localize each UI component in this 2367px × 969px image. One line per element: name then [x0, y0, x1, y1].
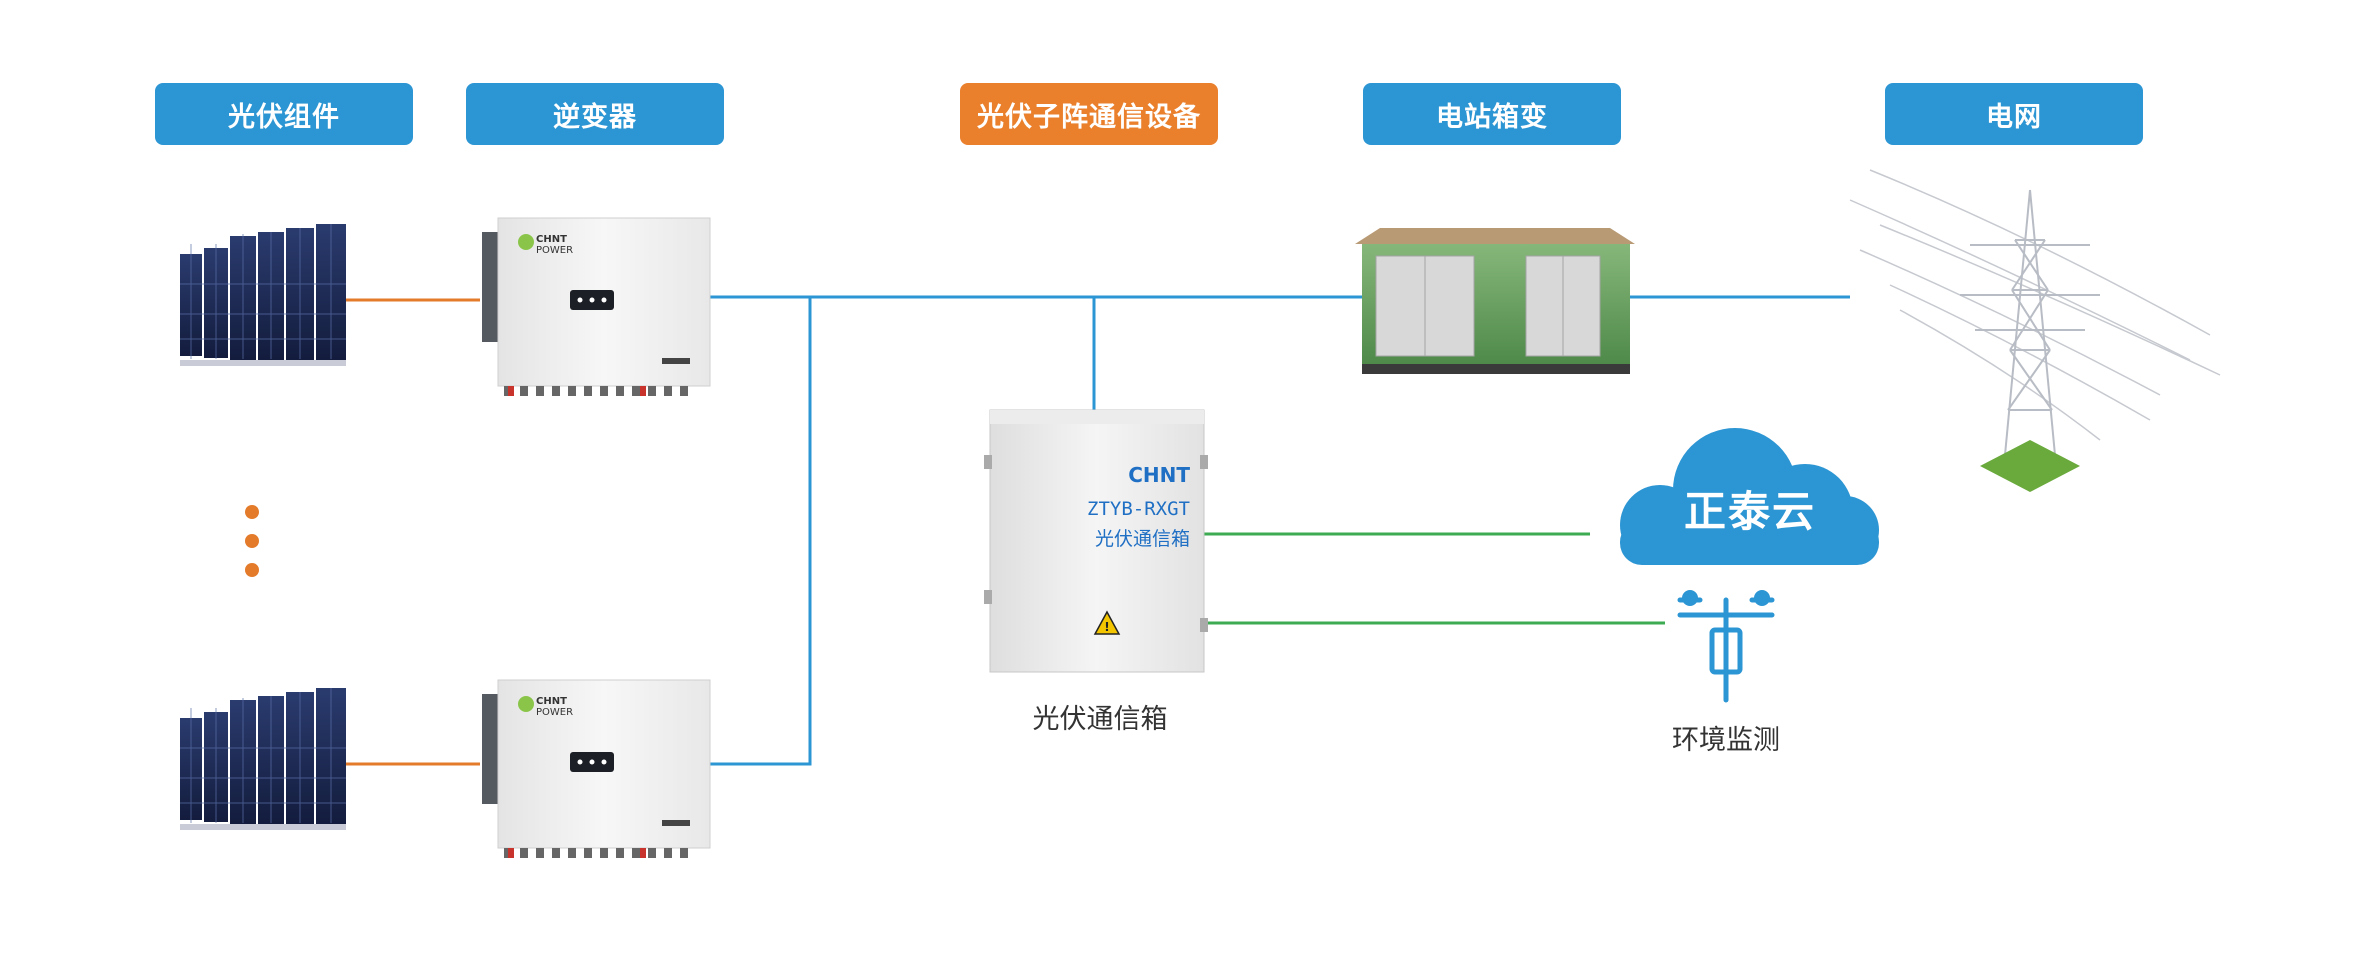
ellipsis-dot-1	[245, 505, 259, 519]
label-grid: 电网	[1885, 83, 2143, 145]
tower-base-grass	[1980, 440, 2080, 492]
env-monitor-icon	[1677, 597, 1775, 703]
label-substation: 电站箱变	[1363, 83, 1621, 145]
pv-panels-bottom	[179, 687, 347, 831]
comm-box: !	[984, 409, 1208, 673]
inverter-bottom	[481, 679, 711, 859]
inverter-top	[481, 217, 711, 397]
env-monitor-caption: 环境监测	[1672, 725, 1780, 756]
line-bus-branch	[710, 297, 812, 766]
substation-box	[1355, 228, 1635, 374]
svg-text:!: !	[1104, 620, 1109, 634]
comm-box-model: ZTYB-RXGT	[1087, 498, 1190, 520]
cloud-shape	[1620, 428, 1879, 565]
ellipsis-dot-2	[245, 534, 259, 548]
connections	[345, 295, 1850, 766]
label-comm-device: 光伏子阵通信设备	[960, 83, 1218, 145]
pv-panels-top	[179, 223, 347, 367]
cloud-label: 正泰云	[1683, 487, 1816, 536]
inverter-bottom-brand: CHNT POWER	[536, 696, 574, 718]
label-inverter: 逆变器	[466, 83, 724, 145]
comm-box-caption: 光伏通信箱	[1032, 704, 1168, 735]
label-pv-module: 光伏组件	[155, 83, 413, 145]
comm-box-name: 光伏通信箱	[1094, 528, 1190, 550]
power-tower	[1849, 169, 2221, 456]
inverter-top-brand: CHNT POWER	[536, 234, 574, 256]
comm-box-brand: CHNT	[1128, 463, 1190, 487]
ellipsis-dot-3	[245, 563, 259, 577]
